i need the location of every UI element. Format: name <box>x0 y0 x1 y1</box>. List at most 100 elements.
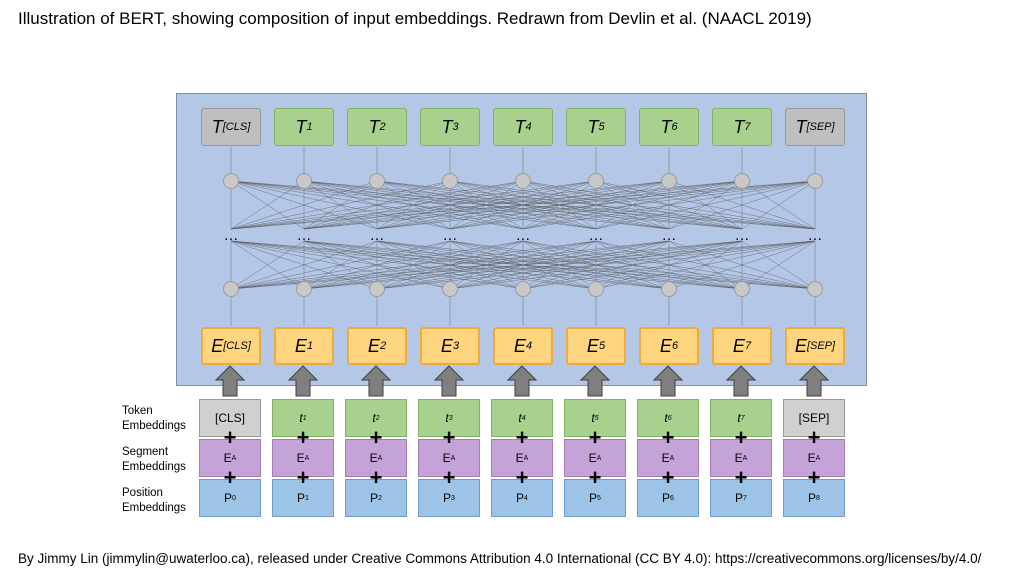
position-embedding-cell-subscript: 1 <box>305 494 309 502</box>
input-embedding-subscript: 3 <box>452 340 460 352</box>
token-embedding-cell-subscript: 5 <box>594 414 599 422</box>
token-embedding-cell-base: t <box>518 411 522 425</box>
input-embedding-base: E <box>794 335 807 356</box>
connection-line <box>668 240 816 290</box>
plus-sign: + <box>661 425 675 450</box>
connection-line <box>230 180 597 230</box>
token-embeddings-label: Token Embeddings <box>122 404 186 434</box>
plus-sign: + <box>515 465 529 490</box>
segment-embedding-cell-base: E <box>223 451 232 465</box>
hidden-node-bottom <box>734 281 750 297</box>
position-embeddings-label: Position Embeddings <box>122 486 186 516</box>
output-token-base: T <box>441 116 453 137</box>
ellipsis-marker: … <box>443 227 458 244</box>
token-label-line2: Embeddings <box>122 420 186 432</box>
position-label-line2: Embeddings <box>122 502 186 514</box>
token-embedding-cell-base: [CLS] <box>214 411 245 425</box>
token-embedding-cell-base: t <box>372 411 376 425</box>
position-embedding-cell-base: P <box>224 491 233 505</box>
hidden-node-bottom <box>369 281 385 297</box>
position-embedding-cell-base: P <box>516 491 525 505</box>
hidden-node-bottom <box>296 281 312 297</box>
plus-sign: + <box>515 425 529 450</box>
plus-sign: + <box>369 465 383 490</box>
input-embedding-base: E <box>586 335 599 356</box>
output-token-subscript: 7 <box>744 121 751 133</box>
input-embedding-subscript: [CLS] <box>223 340 251 352</box>
position-embedding-cell-base: P <box>735 491 744 505</box>
connection-line <box>230 240 524 290</box>
input-embedding-subscript: 4 <box>525 340 533 352</box>
token-embedding-cell-base: t <box>737 411 741 425</box>
input-embedding-base: E <box>513 335 526 356</box>
connection-line <box>522 180 816 230</box>
output-token-subscript: [SEP] <box>806 121 835 133</box>
position-embedding-cell-subscript: 3 <box>451 494 455 502</box>
position-embedding-cell-base: P <box>443 491 452 505</box>
position-embedding-cell-subscript: 0 <box>232 494 236 502</box>
input-embedding-base: E <box>732 335 745 356</box>
hidden-node-bottom <box>661 281 677 297</box>
connection-line <box>595 240 816 290</box>
hidden-node-bottom <box>442 281 458 297</box>
position-embedding-cell-subscript: 8 <box>816 494 820 502</box>
hidden-node-top <box>369 173 385 189</box>
token-embedding-cell-subscript: 3 <box>448 414 453 422</box>
ellipsis-marker: … <box>662 227 677 244</box>
hidden-node-top <box>661 173 677 189</box>
output-token-base: T <box>514 116 526 137</box>
token-embedding-cell-subscript: 6 <box>667 414 672 422</box>
segment-embedding-cell-subscript: A <box>450 454 456 462</box>
segment-embedding-cell-base: E <box>734 451 743 465</box>
output-token-base: T <box>733 116 745 137</box>
plus-sign: + <box>588 425 602 450</box>
ellipsis-marker: … <box>589 227 604 244</box>
plus-sign: + <box>442 425 456 450</box>
connection-line <box>741 240 816 290</box>
hidden-node-top <box>223 173 239 189</box>
input-embedding-box: E[SEP] <box>785 327 845 365</box>
segment-label-line1: Segment <box>122 446 169 458</box>
connection-line <box>230 180 378 230</box>
token-embedding-cell: [SEP] <box>783 399 845 437</box>
hidden-node-top <box>442 173 458 189</box>
token-embedding-cell-subscript: 4 <box>521 414 526 422</box>
hidden-node-bottom <box>515 281 531 297</box>
plus-sign: + <box>442 465 456 490</box>
position-embedding-cell-subscript: 2 <box>378 494 382 502</box>
input-embedding-subscript: 7 <box>744 340 752 352</box>
ellipsis-marker: … <box>224 227 239 244</box>
input-embedding-base: E <box>211 335 224 356</box>
input-embedding-base: E <box>367 335 380 356</box>
plus-sign: + <box>734 425 748 450</box>
segment-embedding-cell-base: E <box>661 451 670 465</box>
output-token-base: T <box>660 116 672 137</box>
position-label-line1: Position <box>122 487 163 499</box>
output-token-box: T[CLS] <box>201 108 261 146</box>
output-token-base: T <box>295 116 307 137</box>
connection-line <box>230 240 816 290</box>
